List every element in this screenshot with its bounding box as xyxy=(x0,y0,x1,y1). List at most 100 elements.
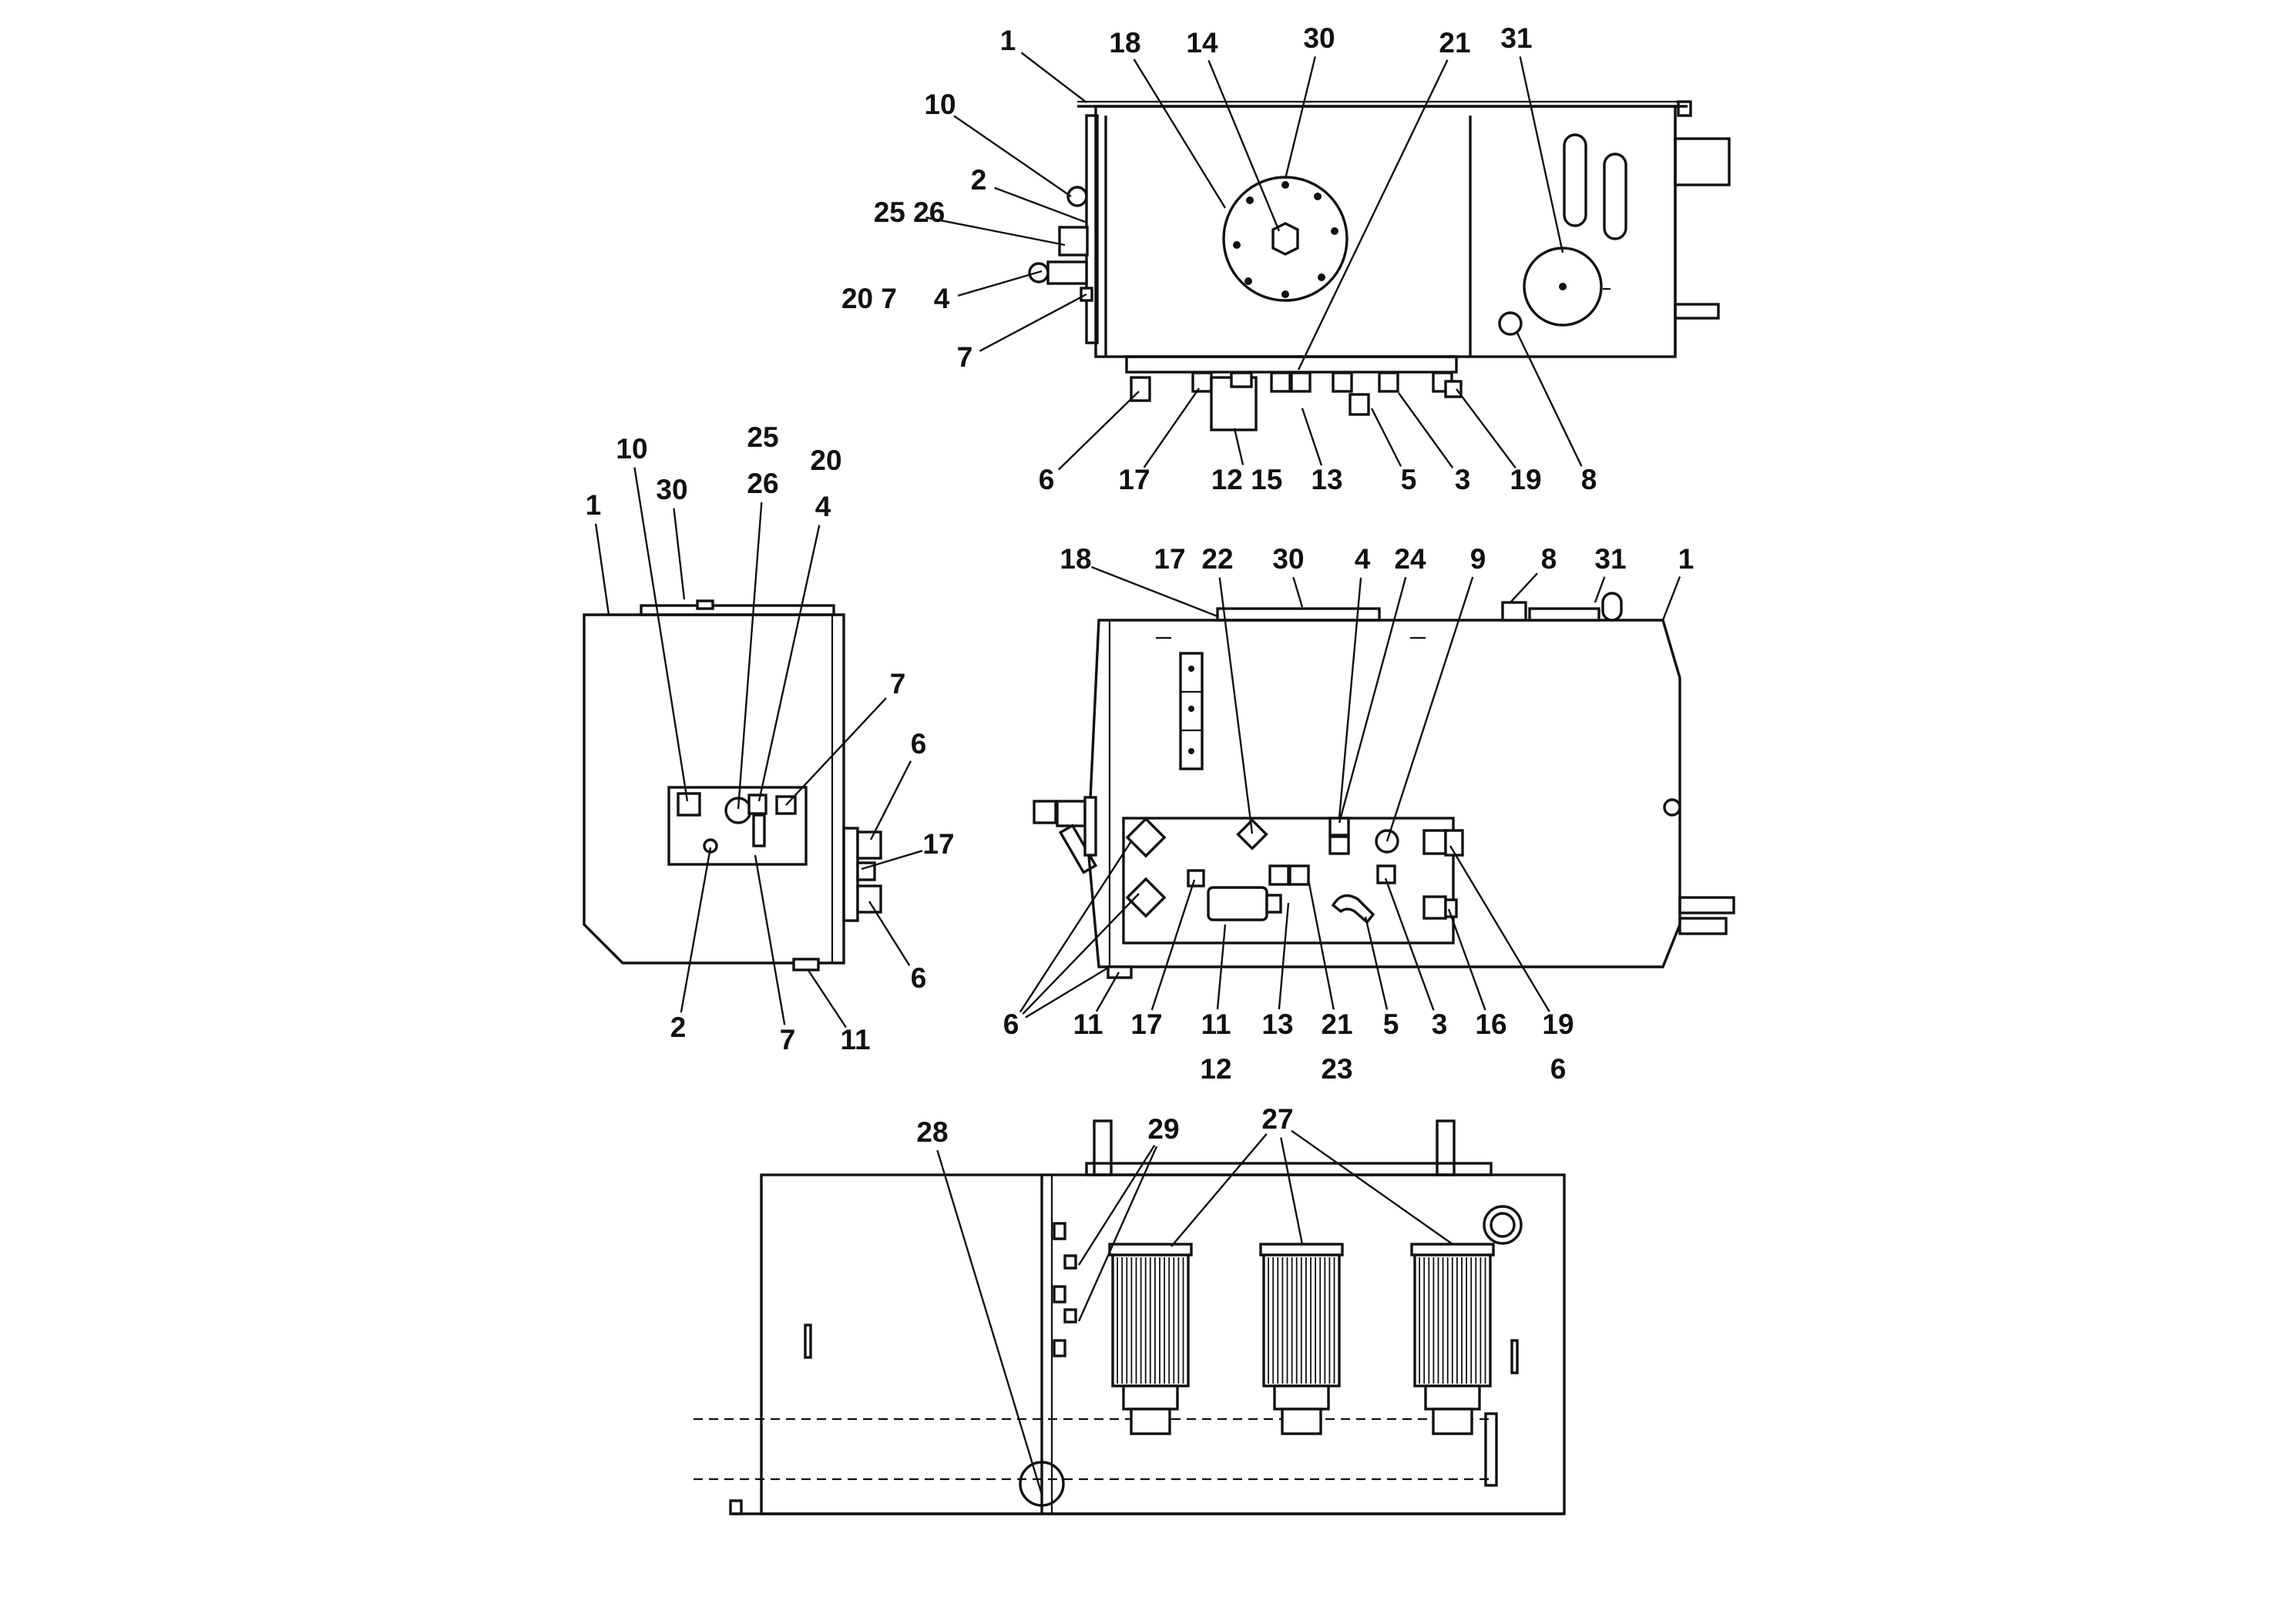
callout-label: 18 xyxy=(1109,27,1140,59)
leader-line xyxy=(1456,388,1516,469)
filter-element-2 xyxy=(1259,1243,1344,1435)
callout-label: 20 7 xyxy=(841,283,897,314)
callout-label: 30 xyxy=(1272,543,1304,575)
callout-label: 6 xyxy=(911,728,927,760)
leader-line xyxy=(1095,971,1120,1012)
leader-line xyxy=(936,1149,1043,1495)
leader-line xyxy=(957,270,1043,297)
callout-label: 11 xyxy=(840,1024,870,1055)
callout-label: 13 xyxy=(1311,464,1342,495)
callout-label: 10 xyxy=(924,89,956,120)
leader-line xyxy=(1661,576,1681,621)
leader-line xyxy=(1207,59,1281,232)
detail-circle-28 xyxy=(1019,1461,1065,1507)
callout-label: 17 xyxy=(1154,543,1185,575)
leader-line xyxy=(1150,879,1196,1011)
leader-line xyxy=(1519,56,1564,253)
level-gauge-tube-2 xyxy=(1603,153,1627,240)
callout-label: 3 xyxy=(1455,464,1471,495)
callout-label: 8 xyxy=(1581,464,1597,495)
callout-label: 19 xyxy=(1510,464,1541,495)
filter-element-3 xyxy=(1410,1243,1495,1435)
callout-label: 16 xyxy=(1475,1008,1506,1040)
leader-line xyxy=(785,697,887,806)
leader-line xyxy=(1077,1144,1156,1266)
leader-line xyxy=(1384,877,1435,1011)
callout-label: 14 xyxy=(1186,27,1218,59)
callout-label: 17 xyxy=(1130,1008,1162,1040)
leader-line xyxy=(1133,59,1227,209)
callout-label: 6 xyxy=(1003,1008,1019,1040)
leader-line xyxy=(1297,59,1449,371)
callout-label: 6 xyxy=(911,962,927,994)
leader-line xyxy=(1019,841,1133,1013)
callout-label: 18 xyxy=(1060,543,1091,575)
suction-pipe xyxy=(694,1418,1491,1481)
callout-label: 17 xyxy=(922,828,954,860)
callout-label: 7 xyxy=(890,668,906,700)
leader-line xyxy=(1449,845,1550,1012)
callout-label: 21 xyxy=(1321,1008,1352,1040)
callout-label: 9 xyxy=(1470,543,1486,575)
leader-line xyxy=(673,508,686,600)
front-view xyxy=(1033,592,1735,979)
leader-line xyxy=(757,525,821,802)
sight-glass xyxy=(1179,652,1204,770)
breather-port xyxy=(1498,311,1523,336)
leader-line xyxy=(1292,576,1304,608)
callout-label: 30 xyxy=(656,474,687,505)
leader-line xyxy=(1022,893,1140,1015)
top-cover-plate xyxy=(1222,176,1349,302)
leader-line xyxy=(1143,388,1200,468)
leader-line xyxy=(1301,408,1323,466)
callout-label: 28 xyxy=(916,1116,948,1148)
callout-label: 20 xyxy=(810,445,841,476)
callout-label: 1 xyxy=(586,489,602,521)
leader-line xyxy=(1091,565,1218,618)
callout-label: 2 xyxy=(670,1012,687,1043)
callout-label: 27 xyxy=(1261,1103,1293,1135)
callout-label: 21 xyxy=(1439,27,1470,59)
callout-label: 23 xyxy=(1321,1053,1352,1085)
leader-line xyxy=(1385,576,1474,842)
front-view-manifold-block xyxy=(1122,817,1455,945)
leader-line xyxy=(953,115,1072,197)
callout-label: 25 26 xyxy=(874,196,945,228)
callout-label: 2 xyxy=(971,164,987,196)
top-view-tank-body xyxy=(1094,105,1677,358)
leader-line xyxy=(737,502,763,810)
leader-line xyxy=(1338,577,1362,819)
leader-line xyxy=(806,968,847,1028)
callout-label: 17 xyxy=(1118,464,1150,495)
callout-label: 11 xyxy=(1073,1008,1103,1040)
callout-label: 10 xyxy=(616,433,647,465)
leader-line xyxy=(994,186,1086,223)
callout-label: 31 xyxy=(1500,22,1532,54)
leader-line xyxy=(1398,392,1454,468)
filler-cap xyxy=(1523,247,1603,327)
level-gauge-tube-1 xyxy=(1563,133,1587,227)
callout-label: 19 xyxy=(1542,1008,1574,1040)
leader-line xyxy=(1284,56,1316,180)
filter-element-1 xyxy=(1108,1243,1193,1435)
left-view-manifold-plate xyxy=(667,786,808,866)
leader-line xyxy=(1338,576,1407,824)
leader-line xyxy=(1515,331,1583,467)
leader-line xyxy=(594,523,610,616)
leader-line xyxy=(1370,408,1402,467)
leader-line xyxy=(1447,908,1486,1011)
callout-label: 11 xyxy=(1201,1008,1231,1040)
leader-line xyxy=(633,467,689,802)
callout-label: 5 xyxy=(1383,1008,1399,1040)
leader-line xyxy=(1510,572,1538,603)
leader-line xyxy=(1077,1146,1158,1322)
callout-label: 6 xyxy=(1039,464,1055,495)
callout-label: 4 xyxy=(934,283,950,314)
leader-line xyxy=(1280,1137,1304,1245)
leader-line xyxy=(1218,577,1254,834)
callout-label: 25 xyxy=(747,421,778,453)
leader-line xyxy=(1025,965,1110,1018)
